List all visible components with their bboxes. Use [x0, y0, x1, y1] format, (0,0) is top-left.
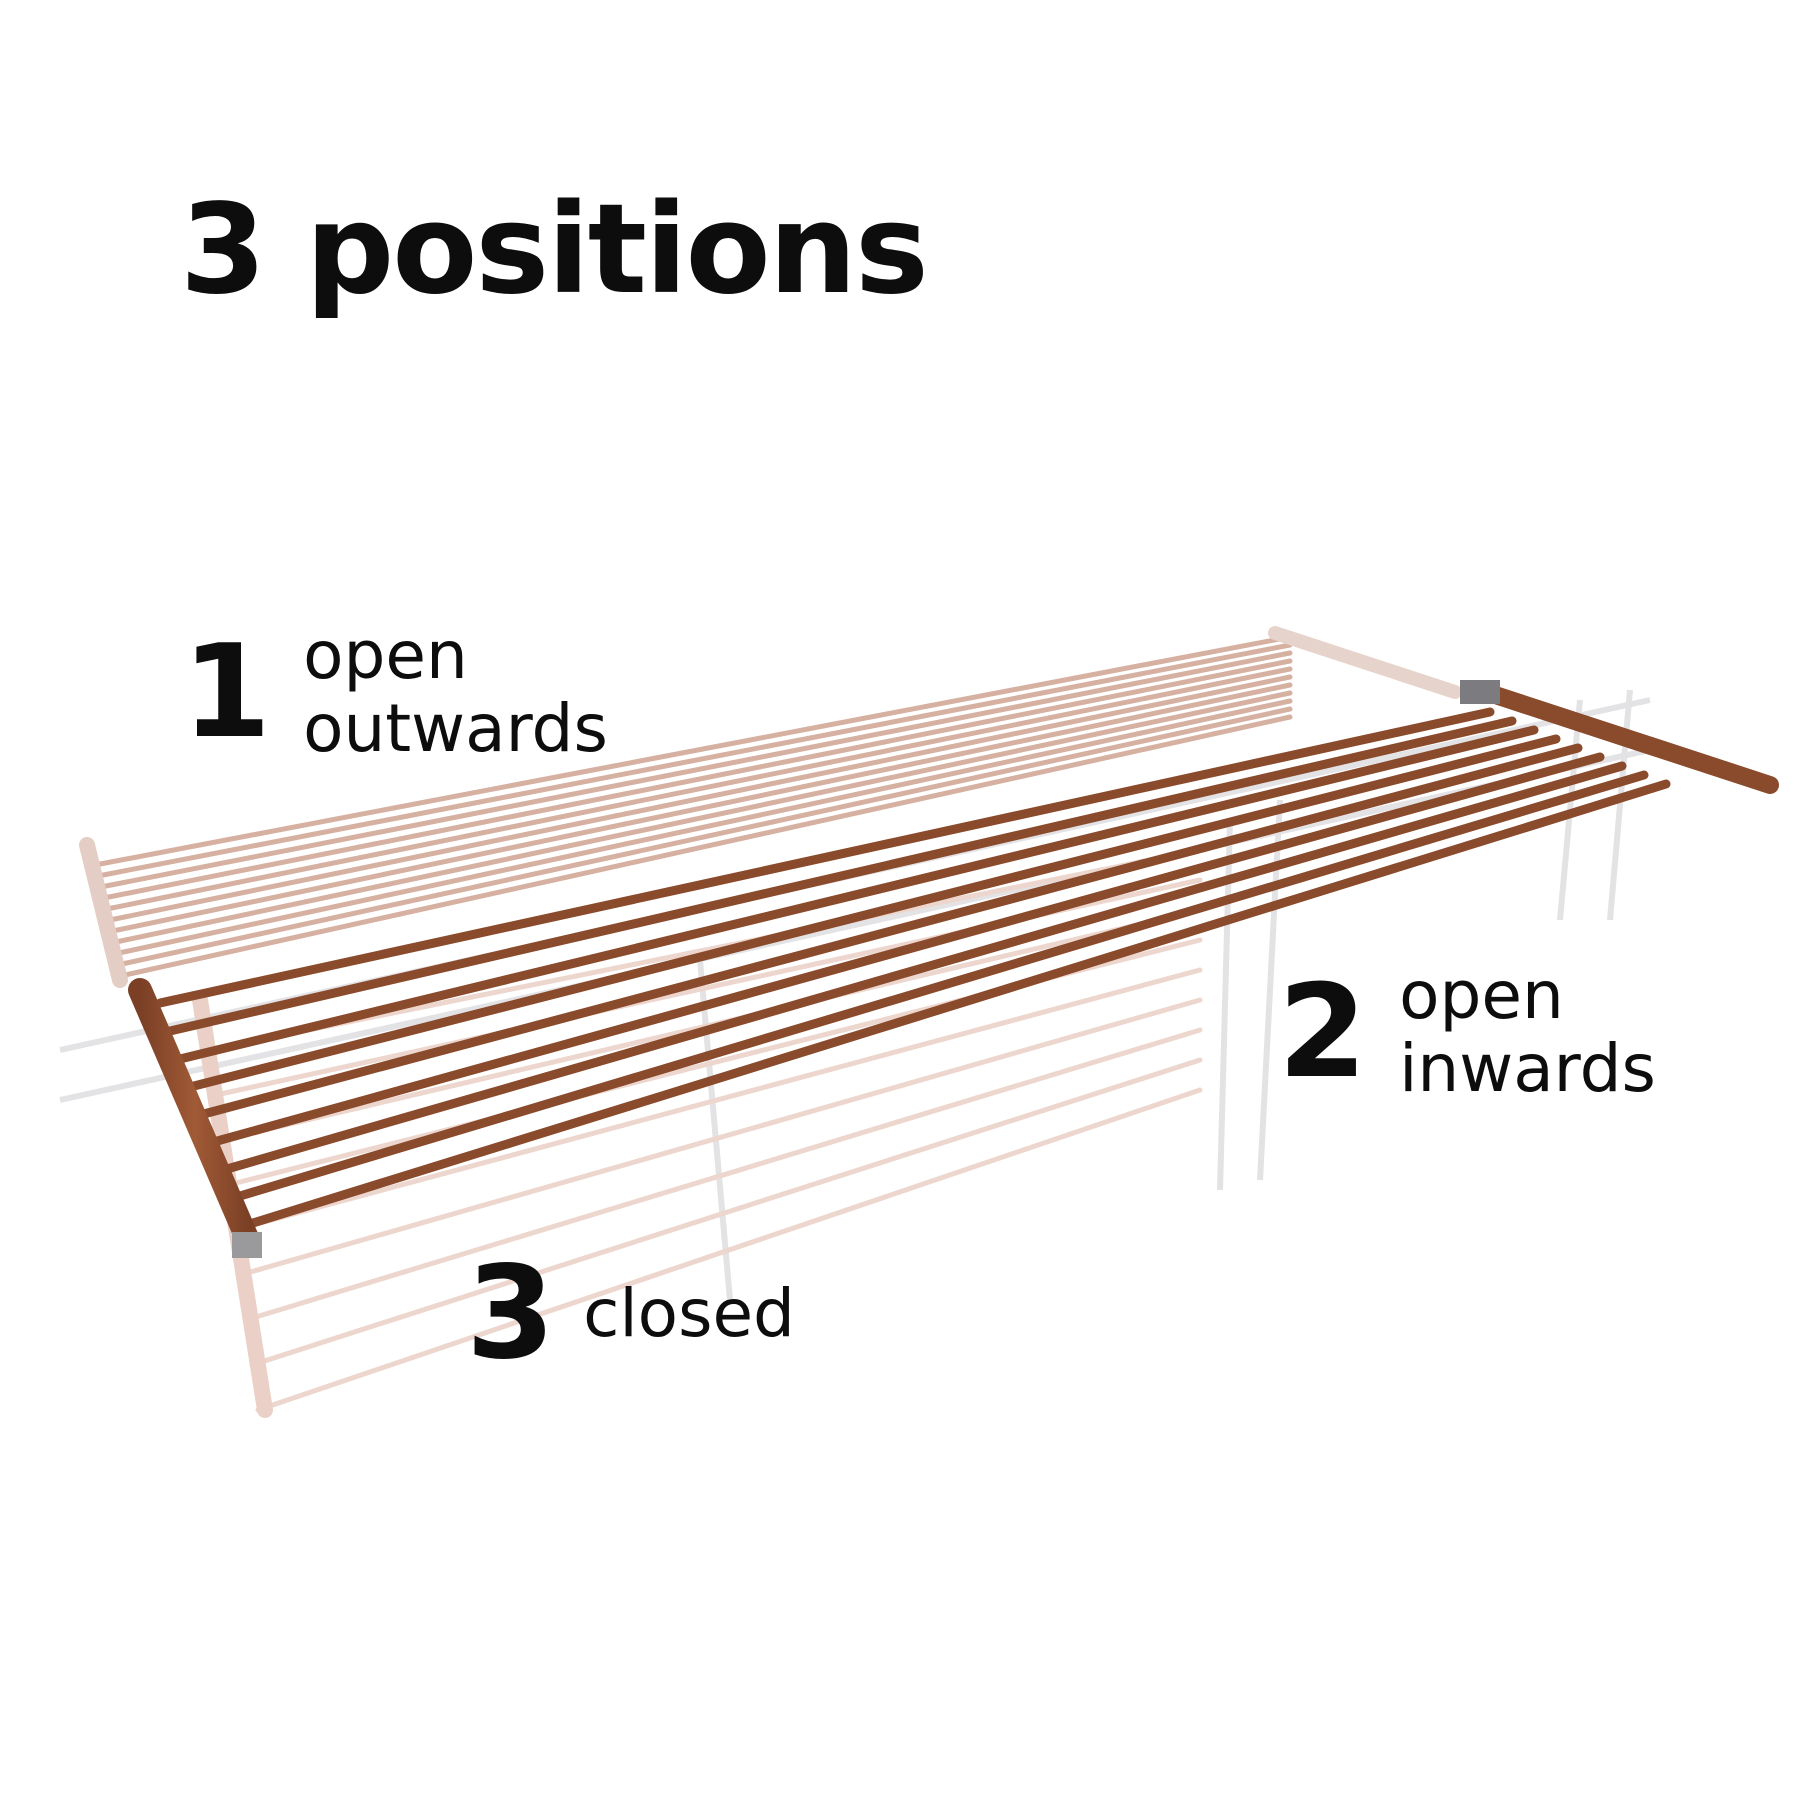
- outward-group-rod: [116, 698, 1293, 956]
- closed-group-rod: [249, 1057, 1203, 1368]
- active-group-rod: [235, 779, 1671, 1232]
- active-group-rod: [155, 707, 1495, 1008]
- position-1-text-line1: open: [303, 617, 468, 694]
- closed-group-rod: [231, 967, 1203, 1233]
- active-group-rod: [195, 743, 1583, 1120]
- outward-group-rod: [107, 674, 1293, 923]
- position-1-number: 1: [182, 617, 272, 767]
- outward-group-rod: [101, 658, 1293, 901]
- active-group-rod: [205, 752, 1605, 1148]
- closed-group-rod: [207, 847, 1203, 1053]
- inward-position-rails: [128, 680, 1779, 1258]
- outward-position-rails: [79, 626, 1462, 988]
- outward-group-rod: [92, 634, 1293, 868]
- active-group-rod: [225, 770, 1649, 1204]
- position-2-text-line2: inwards: [1399, 1029, 1656, 1107]
- outward-group-rod: [113, 690, 1293, 945]
- closed-group-rod: [255, 1087, 1203, 1413]
- outward-group-rod: [122, 714, 1293, 978]
- closed-group-rod: [237, 997, 1203, 1278]
- active-group-rod: [165, 716, 1517, 1036]
- position-2-text-line1: open: [1399, 957, 1564, 1034]
- active-group-rod: [215, 761, 1627, 1176]
- closed-group-rod: [243, 1027, 1203, 1323]
- position-1-label: 1 open outwards: [182, 617, 608, 767]
- position-2-number: 2: [1278, 957, 1368, 1107]
- page-title: 3 positions: [180, 178, 929, 322]
- outward-group-rod: [95, 642, 1293, 879]
- position-1-text-line2: outwards: [303, 689, 608, 767]
- active-group-rod: [175, 725, 1539, 1064]
- outward-group-rod: [110, 682, 1293, 934]
- position-3-number: 3: [466, 1239, 556, 1388]
- active-group-rod: [185, 734, 1561, 1092]
- outward-group-rod: [119, 706, 1293, 967]
- outward-group-rod: [104, 666, 1293, 912]
- outward-group-rod: [98, 650, 1293, 890]
- position-2-label: 2 open inwards: [1278, 957, 1656, 1107]
- position-3-text-line1: closed: [583, 1274, 795, 1352]
- position-3-label: 3 closed: [466, 1250, 795, 1378]
